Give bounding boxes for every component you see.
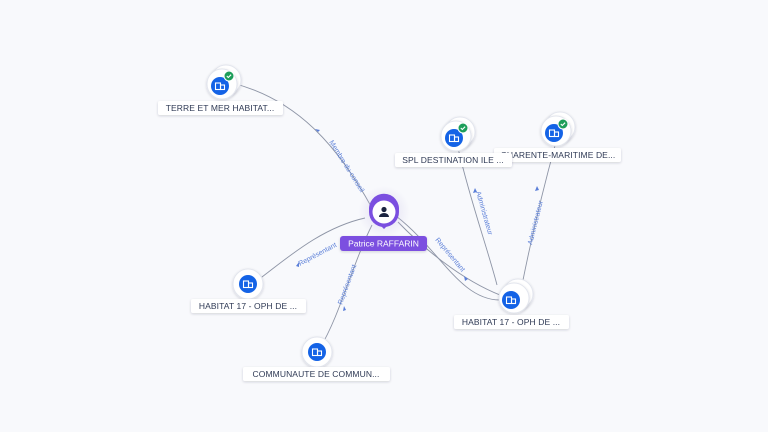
edge-arrow xyxy=(296,262,299,267)
edge-arrow xyxy=(464,276,468,281)
company-label: SPL DESTINATION ILE ... xyxy=(402,155,504,165)
edge-arrow xyxy=(535,186,539,191)
edge-administrateur-spl[interactable]: Administrateur xyxy=(457,147,498,286)
edge-representant-right-outer xyxy=(395,215,501,301)
company-label: HABITAT 17 - OPH DE ... xyxy=(199,301,297,311)
edge-arrow xyxy=(315,129,320,132)
company-node-habitat-left[interactable]: HABITAT 17 - OPH DE ... xyxy=(191,268,306,313)
building-icon-glyph xyxy=(548,129,560,138)
edge-arrow xyxy=(343,306,346,311)
verified-badge-icon xyxy=(223,70,235,82)
edge-label: Administrateur xyxy=(527,199,545,245)
edge-label: Représentant xyxy=(433,237,465,274)
company-label: COMMUNAUTE DE COMMUN... xyxy=(253,369,380,379)
building-icon-glyph xyxy=(242,280,254,289)
edge-arrow xyxy=(473,188,477,193)
person-icon xyxy=(379,206,389,217)
person-node[interactable]: Patrice RAFFARIN xyxy=(340,186,427,251)
company-label: TERRE ET MER HABITAT... xyxy=(166,103,275,113)
edge-label: Administrateur xyxy=(474,191,493,237)
edge-label: Membre-du-conseil xyxy=(327,139,365,194)
verified-badge-icon xyxy=(557,118,569,130)
company-node-habitat-right[interactable]: HABITAT 17 - OPH DE ... xyxy=(454,278,569,329)
company-node-spl-destination[interactable] xyxy=(440,116,476,152)
verified-badge-icon xyxy=(457,122,469,134)
company-label-charente[interactable]: CHARENTE-MARITIME DE... xyxy=(494,148,621,162)
building-icon-glyph xyxy=(448,134,460,143)
edge-administrateur-charente[interactable]: Administrateur xyxy=(521,141,557,286)
edge-label: Représentant xyxy=(337,264,358,306)
check-icon xyxy=(560,122,566,127)
company-node-charente-maritime[interactable] xyxy=(540,111,576,147)
company-label: HABITAT 17 - OPH DE ... xyxy=(462,317,560,327)
check-icon xyxy=(460,126,466,131)
company-node-communaute[interactable]: COMMUNAUTE DE COMMUN... xyxy=(243,336,390,381)
check-icon xyxy=(226,74,232,79)
company-label: CHARENTE-MARITIME DE... xyxy=(501,150,616,160)
building-icon-glyph xyxy=(505,296,517,305)
company-node-terre-et-mer[interactable]: TERRE ET MER HABITAT... xyxy=(158,64,283,115)
building-icon-glyph xyxy=(214,82,226,91)
person-name-label: Patrice RAFFARIN xyxy=(348,239,419,249)
building-icon-glyph xyxy=(311,348,323,357)
company-label-spl[interactable]: SPL DESTINATION ILE ... xyxy=(395,153,512,167)
